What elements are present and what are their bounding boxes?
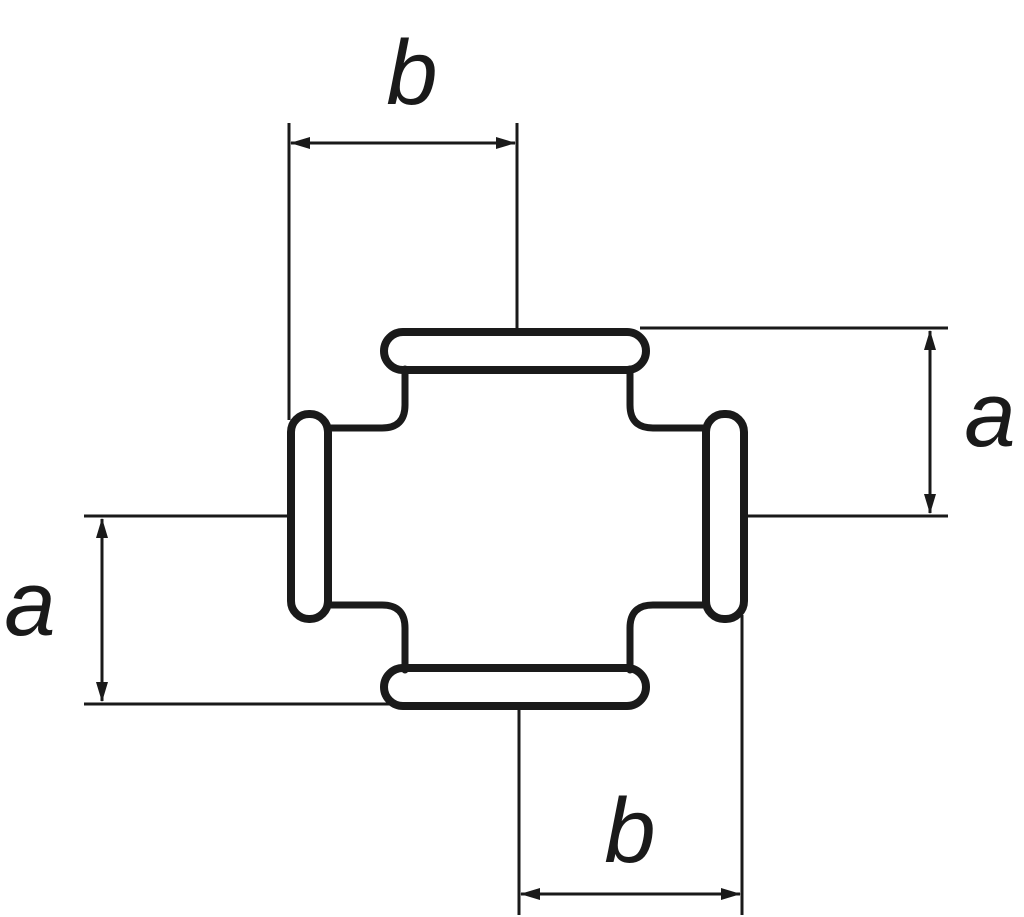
left-collar bbox=[287, 410, 332, 623]
cross-fitting-body bbox=[287, 328, 748, 710]
dimension-lines bbox=[96, 137, 936, 900]
bottom-collar bbox=[380, 664, 650, 710]
label-left-a: a bbox=[4, 553, 55, 655]
right-collar bbox=[702, 410, 748, 623]
label-right-a: a bbox=[964, 364, 1015, 466]
top-collar bbox=[380, 328, 650, 374]
extension-lines bbox=[84, 123, 948, 915]
label-top-b: b bbox=[386, 22, 437, 124]
fitting-outline bbox=[323, 365, 710, 674]
label-bottom-b: b bbox=[604, 780, 655, 882]
